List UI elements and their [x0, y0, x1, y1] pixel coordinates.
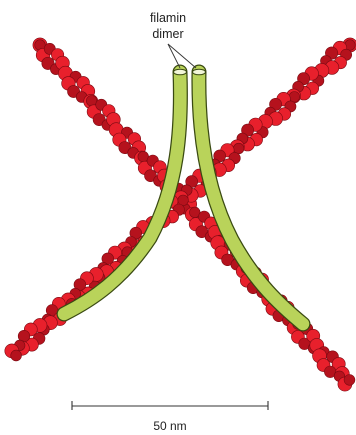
label-pointer-left: [168, 44, 180, 68]
filamin-end-cap-left: [174, 69, 187, 75]
actin-subunit: [344, 375, 355, 386]
scale-bar-label: 50 nm: [153, 419, 186, 433]
filamin-label-line2: dimer: [152, 27, 183, 41]
filamin-label-line1: filamin: [150, 11, 186, 25]
label-pointer-right: [168, 44, 196, 68]
actin-subunit: [86, 96, 97, 107]
filamin-end-cap-right: [193, 69, 206, 75]
actin-subunit: [11, 350, 22, 361]
scale-bar-group: 50 nm: [72, 401, 268, 433]
labels-group: filamin dimer: [150, 11, 196, 68]
actin-subunit: [289, 92, 300, 103]
